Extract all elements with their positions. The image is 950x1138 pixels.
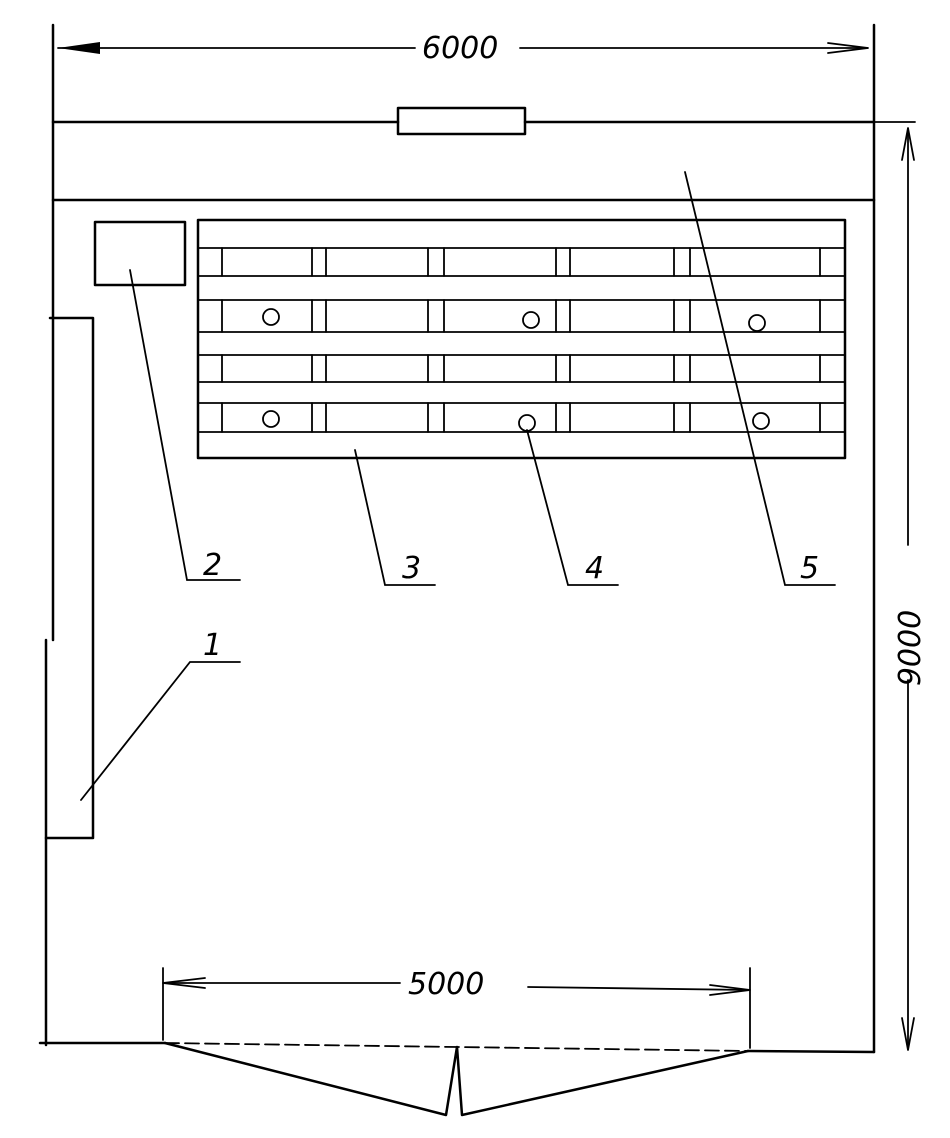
item-1-rack xyxy=(44,316,95,840)
dimension-top-label: 6000 xyxy=(422,31,498,66)
room-outline xyxy=(38,23,876,1054)
item-3-table xyxy=(196,218,847,460)
item-4-fixtures xyxy=(262,308,770,432)
dimension-right xyxy=(873,121,916,1051)
callout-5: 5 xyxy=(800,551,819,586)
callout-4: 4 xyxy=(585,551,604,586)
wall-vent xyxy=(396,106,527,136)
dimension-bottom xyxy=(162,967,751,1049)
callout-1: 1 xyxy=(203,628,222,663)
dimension-top xyxy=(57,42,869,54)
double-door xyxy=(163,1041,750,1117)
dimension-right-label: 9000 xyxy=(893,610,928,686)
callout-2: 2 xyxy=(203,548,222,583)
dimension-bottom-label: 5000 xyxy=(408,967,484,1002)
item-2-box xyxy=(93,220,187,287)
leader-lines xyxy=(80,171,836,801)
callout-3: 3 xyxy=(402,551,421,586)
